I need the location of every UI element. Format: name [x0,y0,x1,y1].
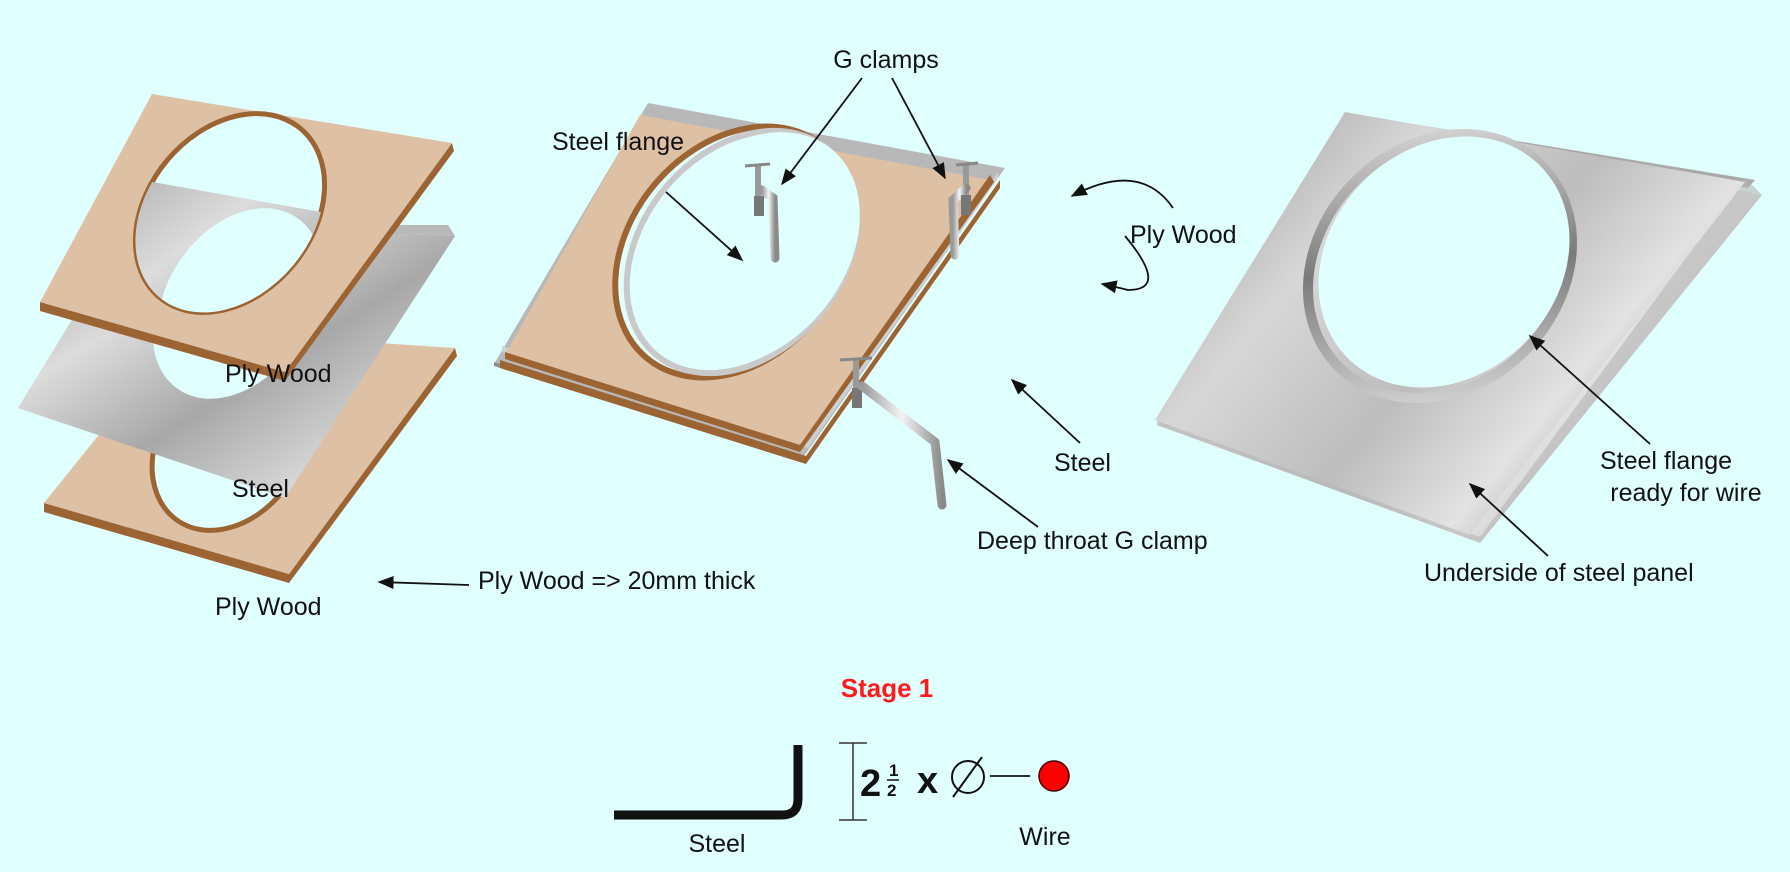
top-plywood-panel [40,94,454,381]
dimension-bracket [839,742,867,821]
label-legend-wire: Wire [1019,823,1070,851]
steel-panel-underside [1155,112,1762,543]
label-flange-ready-line1: Steel flange [1600,447,1732,475]
label-ply-wood-bottom: Ply Wood [215,593,322,621]
label-steel-left: Steel [232,475,289,503]
annotation-arrows [377,77,1651,589]
legend-fraction-numerator: 1 [889,761,898,780]
label-underside: Underside of steel panel [1424,559,1694,587]
label-deep-throat: Deep throat G clamp [977,527,1208,555]
label-steel-middle: Steel [1054,449,1111,477]
wire-dot-icon [1038,760,1070,792]
label-ply-wood-top: Ply Wood [225,360,332,388]
label-steel-flange: Steel flange [552,128,684,156]
legend-times: x [917,760,938,802]
diameter-icon [951,756,985,798]
g-clamp-icon [948,161,979,260]
deep-throat-g-clamp-icon [839,356,947,510]
label-legend-steel: Steel [689,830,746,858]
labels: G clamps Steel flange Ply Wood Steel Dee… [215,46,1762,621]
legend-whole-number: 2 [860,763,881,805]
g-clamp-icon [744,162,780,263]
exploded-stack [18,94,457,583]
clamped-assembly [494,103,1005,510]
label-flange-ready-line2: ready for wire [1610,479,1761,507]
label-g-clamps: G clamps [833,46,939,74]
angle-steel-icon [614,745,803,820]
label-ply-thickness: Ply Wood => 20mm thick [478,567,756,595]
legend-fraction-denominator: 2 [887,781,896,800]
label-ply-wood-right: Ply Wood [1130,221,1237,249]
stage-title: Stage 1 [841,673,934,703]
stage-legend: Stage 1 Steel 2 1 2 x Wire [614,673,1071,858]
